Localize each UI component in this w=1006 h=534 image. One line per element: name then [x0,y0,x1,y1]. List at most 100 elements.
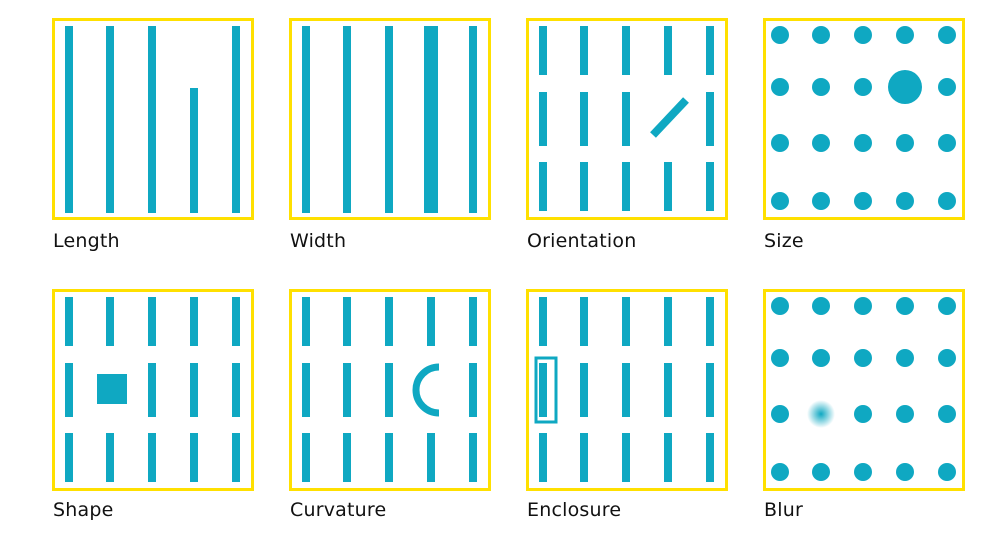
dash-col-1-middle [65,363,73,417]
label-orientation: Orientation [527,230,637,252]
dash-col-4-top [664,297,672,346]
panel-frame [289,289,491,491]
dash-col-2-middle [343,363,351,417]
dot [896,297,914,315]
dash-col-3-top [622,26,630,75]
panel-size [763,18,965,220]
dot [812,134,830,152]
dot [854,405,872,423]
dot [771,463,789,481]
bar-4 [190,88,198,213]
dash-col-4-middle [190,363,198,417]
enclosure-glyph [526,289,728,491]
dash-col-4-bottom [427,433,435,482]
dash-col-3-bottom [622,433,630,482]
dot [938,134,956,152]
label-shape: Shape [53,499,114,521]
dash-col-1-middle [302,363,310,417]
dot [812,463,830,481]
dash-col-3-bottom [622,162,630,211]
dash-col-5-middle [706,363,714,417]
blur-glyph [763,289,965,491]
dash-col-5-bottom [706,433,714,482]
odd-square [97,374,127,404]
dash-col-2-bottom [580,162,588,211]
dot [771,405,789,423]
dash-col-1-bottom [65,433,73,482]
dash-col-2-bottom [106,433,114,482]
dash-col-1-top [302,297,310,346]
dash-col-1-top [539,26,547,75]
shape-marks [65,297,240,482]
size-marks [771,26,956,210]
panel-blur [763,289,965,491]
dash-col-4-top [664,26,672,75]
length-glyph [52,18,254,220]
bar-5 [232,26,240,213]
dash-col-2-top [580,297,588,346]
dash-col-3-top [148,297,156,346]
enclosure-box [534,356,558,424]
enclosure-marks [534,297,714,482]
dash-col-2-bottom [580,433,588,482]
dash-col-5-middle [232,363,240,417]
dash-col-5-top [706,297,714,346]
label-curvature: Curvature [290,499,387,521]
dash-col-4-bottom [664,162,672,211]
panel-frame [763,289,965,491]
panel-length [52,18,254,220]
dot [854,297,872,315]
dot [854,463,872,481]
dot [854,78,872,96]
dash-col-2-middle [580,92,588,146]
dash-col-3-middle [622,92,630,146]
dash-col-1-top [65,297,73,346]
dot [896,349,914,367]
dash-col-4-bottom [664,433,672,482]
dot [771,134,789,152]
large-dot [888,70,922,104]
dash-col-1-middle [539,363,547,417]
panel-enclosure [526,289,728,491]
curvature-marks [302,297,477,482]
dash-col-5-bottom [232,433,240,482]
dash-col-2-top [106,297,114,346]
panel-orientation [526,18,728,220]
dash-col-2-middle [580,363,588,417]
length-marks [65,26,240,213]
bar-5 [469,26,477,213]
curved-mark [412,363,440,417]
dash-col-3-bottom [148,433,156,482]
dot [938,192,956,210]
dash-col-3-middle [385,363,393,417]
bar-1 [302,26,310,213]
dot [812,349,830,367]
panel-shape [52,289,254,491]
panel-frame [52,18,254,220]
label-width: Width [290,230,347,252]
dash-col-2-top [343,297,351,346]
dot [812,192,830,210]
dash-col-1-bottom [302,433,310,482]
dash-col-3-top [622,297,630,346]
dash-col-1-top [539,297,547,346]
dash-col-5-middle [706,92,714,146]
shape-glyph [52,289,254,491]
panel-curvature [289,289,491,491]
size-glyph [763,18,965,220]
panel-frame [526,289,728,491]
dot [771,192,789,210]
dot [896,405,914,423]
dash-col-1-middle [539,92,547,146]
panel-frame [289,18,491,220]
dot [854,134,872,152]
dot [896,26,914,44]
panel-width [289,18,491,220]
bar-2 [106,26,114,213]
bar-3 [385,26,393,213]
dash-col-2-bottom [343,433,351,482]
orientation-glyph [526,18,728,220]
dash-col-2-top [580,26,588,75]
bar-1 [65,26,73,213]
dot [771,297,789,315]
